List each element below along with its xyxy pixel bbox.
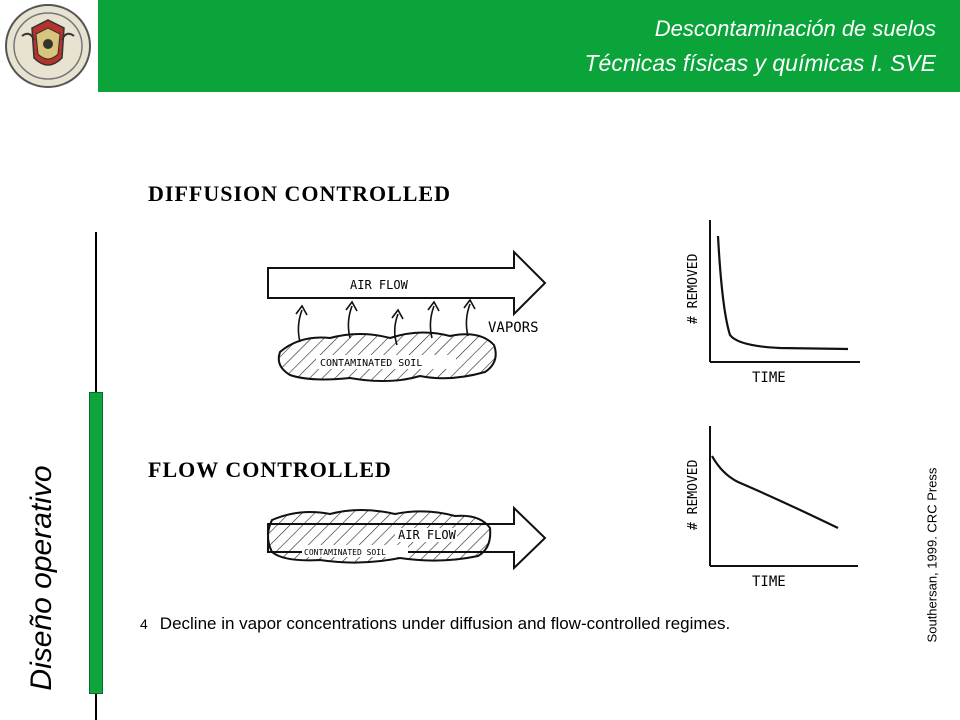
graph-ylabel: # REMOVED bbox=[686, 253, 701, 324]
graph-ylabel: # REMOVED bbox=[686, 459, 701, 530]
university-crest-icon bbox=[5, 4, 91, 88]
header-bar: Descontaminación de suelos Técnicas físi… bbox=[98, 0, 960, 92]
logo bbox=[0, 0, 98, 92]
arrow-label: AIR FLOW bbox=[350, 278, 409, 292]
soil-label: CONTAMINATED SOIL bbox=[320, 358, 422, 369]
panel-title: DIFFUSION CONTROLLED bbox=[148, 181, 451, 206]
removal-graph: # REMOVED TIME bbox=[686, 426, 858, 590]
figure-caption: 4 Decline in vapor concentrations under d… bbox=[140, 614, 730, 634]
header-title-line1: Descontaminación de suelos bbox=[654, 16, 936, 41]
arrow-label: AIR FLOW bbox=[398, 528, 457, 542]
air-flow-arrow bbox=[267, 249, 547, 317]
graph-xlabel: TIME bbox=[752, 370, 786, 386]
header-title-line2: Técnicas físicas y químicas I. SVE bbox=[584, 50, 936, 76]
soil-label: CONTAMINATED SOIL bbox=[304, 548, 386, 557]
vapor-arrows bbox=[295, 298, 476, 346]
vapors-label: VAPORS bbox=[488, 320, 539, 336]
panel-title: FLOW CONTROLLED bbox=[148, 457, 392, 482]
removal-curve bbox=[711, 455, 839, 529]
removal-curve bbox=[716, 235, 849, 351]
accent-bar bbox=[89, 392, 103, 694]
caption-marker: 4 bbox=[140, 616, 148, 632]
graph-xlabel: TIME bbox=[752, 574, 786, 590]
caption-text: Decline in vapor concentrations under di… bbox=[159, 614, 731, 633]
removal-graph: # REMOVED TIME bbox=[686, 220, 860, 386]
